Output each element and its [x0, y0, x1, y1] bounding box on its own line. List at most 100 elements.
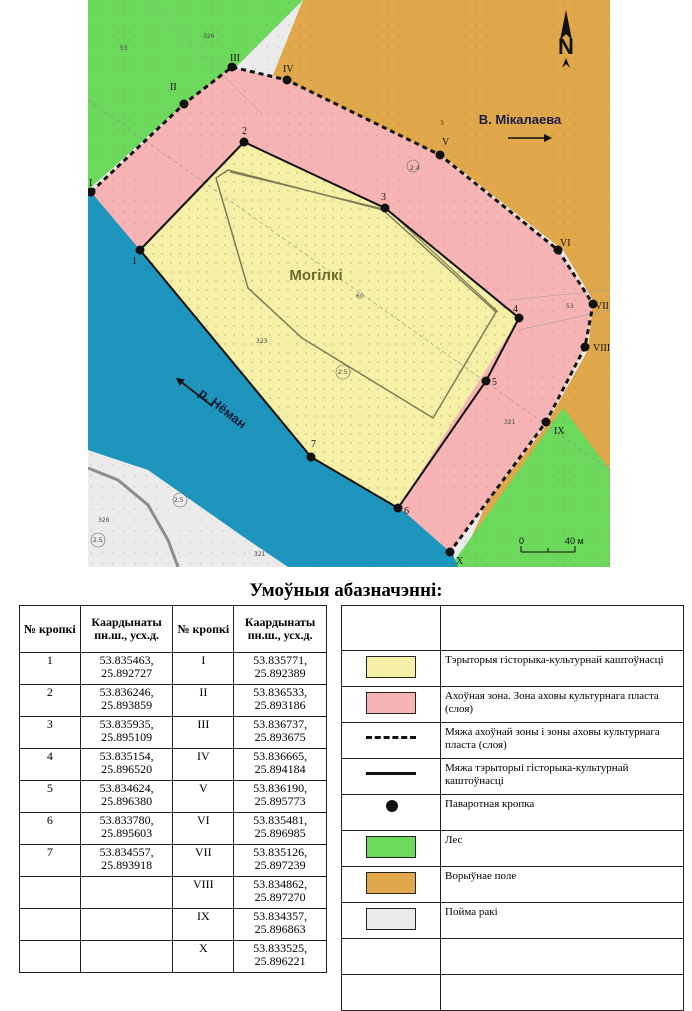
- table-cell: 3: [19, 716, 81, 749]
- table-cell: VI: [172, 812, 235, 845]
- legend-symbol: [341, 758, 441, 795]
- legend-symbol: [341, 722, 441, 759]
- table-header-row: № кропкі Каардынаты пн.ш., усх.д. № кроп…: [19, 605, 327, 653]
- street-direction-arrow: [508, 134, 552, 142]
- cemetery-label: Могілкі: [289, 267, 342, 284]
- legend-text: Мяжа тэрыторыі гісторыка-культурнай кашт…: [440, 758, 684, 795]
- outer-point-label: III: [230, 53, 240, 64]
- outer-point-marker: [435, 150, 445, 160]
- table-cell: 4: [19, 748, 81, 781]
- table-cell: IX: [172, 908, 235, 941]
- legend-item: Лес: [341, 830, 684, 867]
- table-cell: II: [172, 684, 235, 717]
- fill-orange-swatch: [366, 872, 416, 894]
- parcel-label: 60: [356, 293, 364, 300]
- column-header: № кропкі: [172, 605, 235, 653]
- column-header: Каардынаты пн.ш., усх.д.: [79, 605, 174, 653]
- outer-point-marker: [588, 299, 598, 309]
- parcel-label: 326: [98, 517, 110, 524]
- legend-item: Мяжа ахоўнай зоны і зоны аховы культурна…: [341, 722, 684, 759]
- table-cell: 53.833780, 25.895603: [79, 812, 174, 845]
- table-cell: 53.836190, 25.895773: [233, 780, 327, 813]
- outer-point-label: VI: [560, 238, 571, 249]
- legend-item: Паваротная кропка: [341, 794, 684, 831]
- table-cell: 2: [19, 684, 81, 717]
- inner-point-label: 6: [404, 506, 409, 517]
- table-cell: [19, 940, 81, 973]
- parcel-label: 321: [504, 419, 516, 426]
- fill-green-swatch: [366, 836, 416, 858]
- inner-point-marker: [306, 452, 316, 462]
- outer-point-label: X: [456, 556, 464, 567]
- parcel-label: 323: [256, 338, 268, 345]
- inner-point-marker: [393, 503, 403, 513]
- solid-line-swatch: [366, 772, 416, 775]
- parcel-label: 53: [120, 45, 128, 52]
- table-cell: 53.834862, 25.897270: [233, 876, 327, 909]
- table-cell: 53.834557, 25.893918: [79, 844, 174, 877]
- inner-point-marker: [135, 245, 145, 255]
- parcel-label: 321: [254, 551, 266, 558]
- outer-point-marker: [541, 417, 551, 427]
- legend-text: Ворыўнае поле: [440, 866, 684, 903]
- road-line: [88, 466, 180, 567]
- legend-item: Мяжа тэрыторыі гісторыка-культурнай кашт…: [341, 758, 684, 795]
- legend-title: Умоўныя абазначэнні:: [249, 580, 443, 601]
- table-cell: 53.835935, 25.895109: [79, 716, 174, 749]
- inner-point-label: 2: [242, 126, 247, 137]
- legend-symbol: [341, 650, 441, 687]
- legend-symbol: [341, 830, 441, 867]
- legend-text: Мяжа ахоўнай зоны і зоны аховы культурна…: [440, 722, 684, 759]
- table-cell: 6: [19, 812, 81, 845]
- legend-symbol: [341, 686, 441, 723]
- fill-yellow-swatch: [366, 656, 416, 678]
- table-cell: 7: [19, 844, 81, 877]
- outer-point-label: IX: [554, 426, 565, 437]
- inner-point-marker: [239, 137, 249, 147]
- turning-point-dot-icon: [386, 800, 398, 812]
- table-cell: 53.835771, 25.892389: [233, 652, 327, 685]
- table-cell: III: [172, 716, 235, 749]
- column-header: Каардынаты пн.ш., усх.д.: [233, 605, 327, 653]
- svg-text:N: N: [558, 34, 574, 59]
- table-cell: 53.833525, 25.896221: [233, 940, 327, 973]
- parcel-label: 2.5: [338, 369, 348, 376]
- legend-symbol: [341, 902, 441, 939]
- table-cell: 53.835126, 25.897239: [233, 844, 327, 877]
- legend-empty-row: [341, 938, 684, 975]
- legend-item: Тэрыторыя гісторыка-культурнай каштоўнас…: [341, 650, 684, 687]
- outer-point-label: VIII: [593, 343, 610, 354]
- table-cell: VIII: [172, 876, 235, 909]
- coordinates-table: № кропкі Каардынаты пн.ш., усх.д. № кроп…: [19, 605, 327, 973]
- legend-empty-row: [341, 974, 684, 1011]
- parcel-label: 326: [203, 33, 215, 40]
- outer-point-label: V: [442, 137, 450, 148]
- table-cell: [79, 908, 174, 941]
- inner-point-label: 3: [381, 192, 386, 203]
- outer-point-marker: [88, 187, 96, 197]
- site-plan-map: 326 53 3 2.4 53 321 323 2.5 60 326 2.5 2…: [88, 0, 610, 567]
- outer-point-marker: [179, 99, 189, 109]
- inner-point-marker: [514, 313, 524, 323]
- dashed-line-swatch: [366, 736, 416, 739]
- fill-pink-swatch: [366, 692, 416, 714]
- scale-bar: 0 40 м: [519, 536, 584, 553]
- table-cell: 53.835481, 25.896985: [233, 812, 327, 845]
- legend-header-row: [341, 605, 684, 651]
- legend-text: Пойма ракі: [440, 902, 684, 939]
- cemetery-inner-outline: [215, 169, 497, 420]
- inner-point-label: 7: [311, 439, 316, 450]
- heritage-boundary: [139, 140, 521, 510]
- inner-point-marker: [481, 376, 491, 386]
- table-cell: 1: [19, 652, 81, 685]
- table-cell: 53.836665, 25.894184: [233, 748, 327, 781]
- legend-symbol: [341, 866, 441, 903]
- svg-text:0: 0: [519, 536, 524, 546]
